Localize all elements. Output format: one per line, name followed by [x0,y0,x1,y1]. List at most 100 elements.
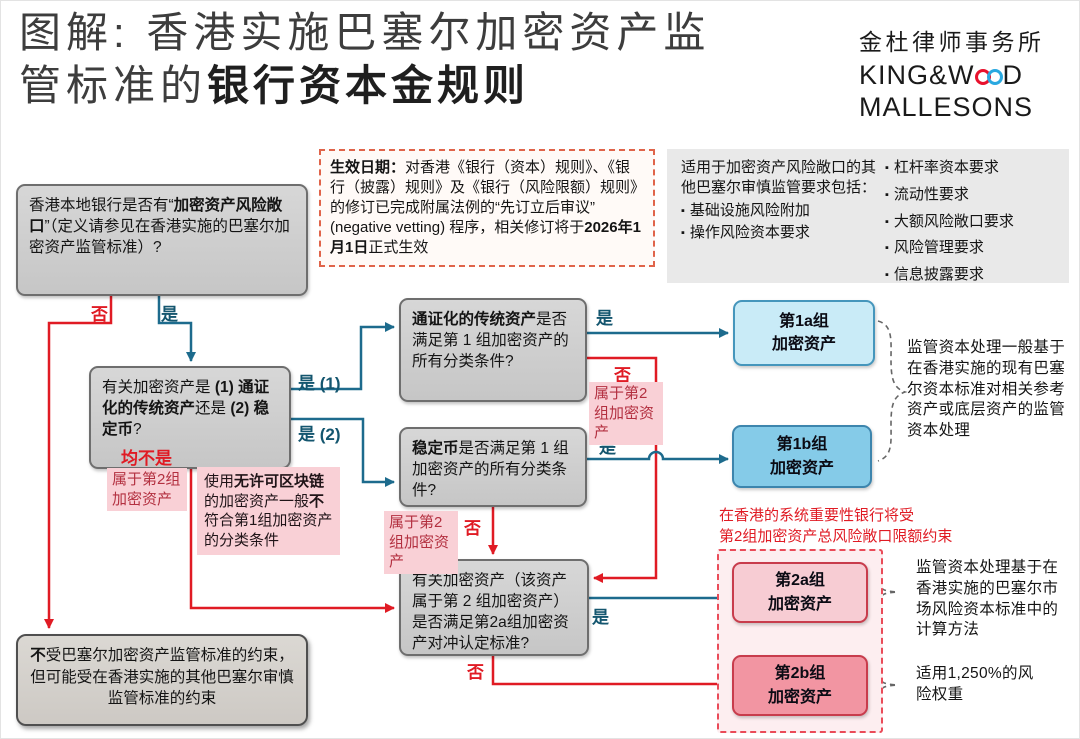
bullet-icon: ▪ [885,215,889,228]
effective-date-text2: 正式生效 [368,238,429,256]
label-yes-q1: 是 [161,305,178,324]
arrow-q1-no [44,296,113,629]
requirement-label: 基础设施风险附加 [689,201,810,219]
label-yes-q3: 是 [596,309,613,328]
arrow-q3-no [587,356,658,583]
requirement-item: ▪ 大额风险敞口要求 [885,212,1059,232]
q1-text: 香港本地银行是否有“ [29,197,174,214]
q5-text: 有关加密资产（该资产属于第 2 组加密资产）是否满足第2a组加密资产对冲认定标准… [412,572,569,653]
arrow-q2-neither [189,469,395,613]
label-no-q3: 否 [614,366,631,385]
perm-text3: 符合第1组加密资产的分类条件 [204,512,333,549]
result-group-1b: 第1b组 加密资产 [732,425,872,488]
group-1a-line2: 加密资产 [771,336,836,353]
group2-note-q4: 属于第2组加密资产 [384,511,458,574]
requirement-label: 流动性要求 [893,185,969,203]
question-stablecoin-group1: 稳定币是否满足第 1 组加密资产的所有分类条件? [399,427,587,507]
requirements-intro: 适用于加密资产风险敞口的其他巴塞尔审慎监管要求包括： [681,159,877,196]
page-title-regular: 图解: 香港实施巴塞尔加密资产监管标准的 [19,9,711,109]
bullet-icon: ▪ [885,162,889,174]
arrow-q1-yes [157,296,196,362]
requirement-label: 信息披露要求 [893,266,984,284]
perm-text2: 的加密资产一般 [204,492,310,510]
arrow-q2-yes1 [291,322,395,391]
requirement-label: 风险管理要求 [893,239,984,257]
requirement-item: ▪ 杠杆率资本要求 [885,158,1059,178]
q2-text3: ? [133,421,142,439]
perm-bold2: 不 [309,492,325,510]
q2-bold-stablecoin: (2) 稳定币 [102,400,270,439]
effective-date-text: 对香港《银行（资本）规则》、《银行（披露）规则》及《银行（风险限额）规则》的修订… [330,159,638,236]
sib-warning-line1: 在香港的系统重要性银行将受 [719,507,915,524]
requirement-item: ▪ 操作风险资本要求 [681,223,877,243]
other-requirements-panel: 适用于加密资产风险敞口的其他巴塞尔审慎监管要求包括： ▪ 基础设施风险附加 ▪ 操作… [667,149,1069,283]
question-crypto-exposure: 香港本地银行是否有“加密资产风险敞口”（定义请参见在香港实施的巴塞尔加密资产监管… [16,184,308,296]
kwm-logo-text: KING&W [859,60,975,90]
label-yes1-q2: 是 (1) [298,374,341,393]
group-2a-line1: 第2a组 [775,572,825,590]
requirement-label: 大额风险敞口要求 [893,212,1014,230]
kwm-logo-chinese: 金杜律师事务所 [859,29,1045,55]
brace-group1 [877,320,908,462]
label-no-q1: 否 [91,305,108,324]
bullet-icon: ▪ [885,188,889,201]
kwm-logo: 金杜律师事务所 KING&W D MALLESONS [859,23,1069,124]
permissionless-blockchain-note: 使用无许可区块链的加密资产一般不符合第1组加密资产的分类条件 [197,467,340,555]
arrow-q4-yes [587,450,729,464]
q2-bold-tokenised: (1) 通证化的传统资产 [102,379,270,418]
logo-blue-circle-icon [986,69,1003,85]
annotation-group2b-treatment: 适用1,250%的风险权重 [916,665,1034,703]
effective-date-note: 生效日期：对香港《银行（资本）规则》、《银行（披露）规则》及《银行（风险限额）规… [319,149,655,267]
q3-bold: 通证化的传统资产 [412,311,537,328]
sib-warning-line2: 第2组加密资产总风险敞口限额约束 [719,528,953,545]
perm-bold: 无许可区块链 [234,473,325,490]
group-2b-line1: 第2b组 [774,665,826,683]
bullet-icon: ▪ [681,204,685,217]
q1-bold: 加密资产风险敞口 [29,197,283,236]
outcome-not-subject: 不受巴塞尔加密资产监管标准的约束，但可能受在香港实施的其他巴塞尔审慎监管标准的约… [16,634,308,726]
group-1a-line1: 第1a组 [779,312,829,330]
q2-text: 有关加密资产是 [102,379,215,396]
kwm-logo-text-suffix: D [1002,60,1024,90]
result-group-1a: 第1a组 加密资产 [733,300,875,366]
kwm-logo-english-line1: KING&W D [859,59,1069,91]
label-yes-q5: 是 [592,608,609,627]
q2-text2: 还是 [195,400,231,418]
group-1b-line2: 加密资产 [769,459,834,477]
label-neither-q2: 均不是 [121,449,172,468]
q1-text2: ”（定义请参见在香港实施的巴塞尔加密资产监管标准）? [29,218,290,257]
requirement-item: ▪ 基础设施风险附加 [681,201,877,221]
arrow-q2-yes2 [291,417,395,487]
question-group2a-hedging: 有关加密资产（该资产属于第 2 组加密资产）是否满足第2a组加密资产对冲认定标准… [399,559,589,656]
annotation-group2a-treatment: 监管资本处理基于在香港实施的巴塞尔市场风险资本标准中的计算方法 [916,559,1059,639]
effective-date-label: 生效日期： [330,159,406,176]
question-tokenised-group1: 通证化的传统资产是否满足第 1 组加密资产的所有分类条件? [399,298,587,402]
bullet-icon: ▪ [885,269,889,282]
requirement-label: 杠杆率资本要求 [893,159,999,176]
requirement-label: 操作风险资本要求 [689,224,810,242]
result-group-2a: 第2a组 加密资产 [732,562,868,623]
group-2b-line2: 加密资产 [767,688,832,706]
bullet-icon: ▪ [681,227,685,240]
exempt-bold: 不 [30,647,46,664]
requirement-item: ▪ 流动性要求 [885,185,1059,205]
bullet-icon: ▪ [885,242,889,255]
label-yes2-q2: 是 (2) [298,425,341,444]
group-1b-line1: 第1b组 [776,436,828,454]
q4-bold: 稳定币 [412,440,459,457]
sib-limit-warning: 在香港的系统重要性银行将受 第2组加密资产总风险敞口限额约束 [719,505,1079,547]
requirement-item: ▪ 风险管理要求 [885,238,1059,258]
page-title: 图解: 香港实施巴塞尔加密资产监管标准的银行资本金规则 [19,7,719,112]
page-title-bold: 银行资本金规则 [207,61,530,109]
question-asset-type: 有关加密资产是 (1) 通证化的传统资产还是 (2) 稳定币? [89,366,291,469]
exempt-text: 受巴塞尔加密资产监管标准的约束，但可能受在香港实施的其他巴塞尔审慎监管标准的约束 [30,647,294,708]
effective-date-value: 2026年1月1日 [330,218,641,256]
arrow-q5-no [491,656,729,689]
perm-text: 使用 [204,473,235,490]
label-no-q4: 否 [464,519,481,538]
label-no-q5: 否 [467,663,484,682]
group2-note-q3: 属于第2组加密资产 [589,382,663,445]
kwm-logo-english-line2: MALLESONS [859,92,1034,123]
